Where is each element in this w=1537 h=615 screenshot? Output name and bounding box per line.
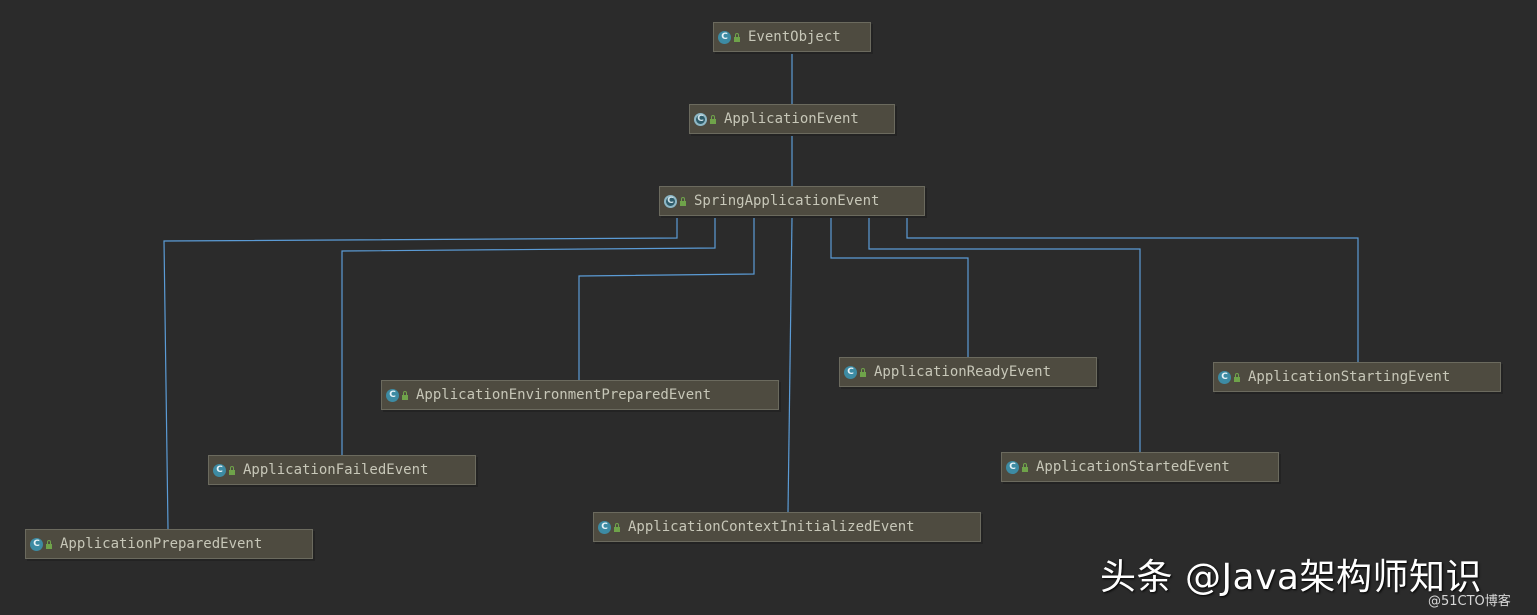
public-lock-icon — [402, 390, 408, 400]
edge-application-starting-event — [906, 218, 1359, 362]
watermark-text: 头条 @Java架构师知识 — [1100, 557, 1482, 598]
class-icon: C — [1218, 370, 1231, 384]
edge-application-environment-prepared-event — [578, 218, 755, 380]
edge-application-prepared-event — [163, 218, 678, 530]
watermark-subtext: @51CTO博客 — [1428, 594, 1511, 609]
node-application-ready-event[interactable]: C ApplicationReadyEvent — [839, 357, 1097, 387]
node-application-context-initialized-event[interactable]: C ApplicationContextInitializedEvent — [593, 512, 981, 542]
class-icon: C — [386, 388, 399, 402]
edge-application-failed-event — [341, 218, 716, 455]
public-lock-icon — [1022, 462, 1028, 472]
class-icon: C — [844, 365, 857, 379]
node-application-failed-event[interactable]: C ApplicationFailedEvent — [208, 455, 476, 485]
node-label: ApplicationContextInitializedEvent — [628, 519, 915, 535]
public-lock-icon — [46, 539, 52, 549]
edge-application-started-event — [868, 218, 1141, 452]
edge-application-ready-event — [830, 218, 969, 357]
class-icon: C — [1006, 460, 1019, 474]
class-icon: C — [213, 463, 226, 477]
class-icon: C — [718, 30, 731, 44]
node-application-event[interactable]: C ApplicationEvent — [689, 104, 895, 134]
node-label: ApplicationPreparedEvent — [60, 536, 263, 552]
node-label: ApplicationFailedEvent — [243, 462, 429, 478]
class-icon: C — [598, 520, 611, 534]
public-lock-icon — [614, 522, 620, 532]
node-spring-application-event[interactable]: C SpringApplicationEvent — [659, 186, 925, 216]
node-application-started-event[interactable]: C ApplicationStartedEvent — [1001, 452, 1279, 482]
public-lock-icon — [1234, 372, 1240, 382]
class-icon: C — [30, 537, 43, 551]
node-label: ApplicationEnvironmentPreparedEvent — [416, 387, 712, 403]
node-label: EventObject — [748, 29, 841, 45]
node-application-starting-event[interactable]: C ApplicationStartingEvent — [1213, 362, 1501, 392]
node-event-object[interactable]: C EventObject — [713, 22, 871, 52]
node-label: ApplicationEvent — [724, 111, 859, 127]
edge-application-context-initialized-event — [787, 217, 793, 513]
node-application-prepared-event[interactable]: C ApplicationPreparedEvent — [25, 529, 313, 559]
node-label: ApplicationStartedEvent — [1036, 459, 1230, 475]
node-label: SpringApplicationEvent — [694, 193, 880, 209]
node-application-environment-prepared-event[interactable]: C ApplicationEnvironmentPreparedEvent — [381, 380, 779, 410]
node-label: ApplicationStartingEvent — [1248, 369, 1451, 385]
abstract-class-icon: C — [664, 194, 677, 208]
abstract-class-icon: C — [694, 112, 707, 126]
public-lock-icon — [710, 114, 716, 124]
public-lock-icon — [680, 196, 686, 206]
node-label: ApplicationReadyEvent — [874, 364, 1052, 380]
public-lock-icon — [229, 465, 235, 475]
public-lock-icon — [734, 32, 740, 42]
public-lock-icon — [860, 367, 866, 377]
